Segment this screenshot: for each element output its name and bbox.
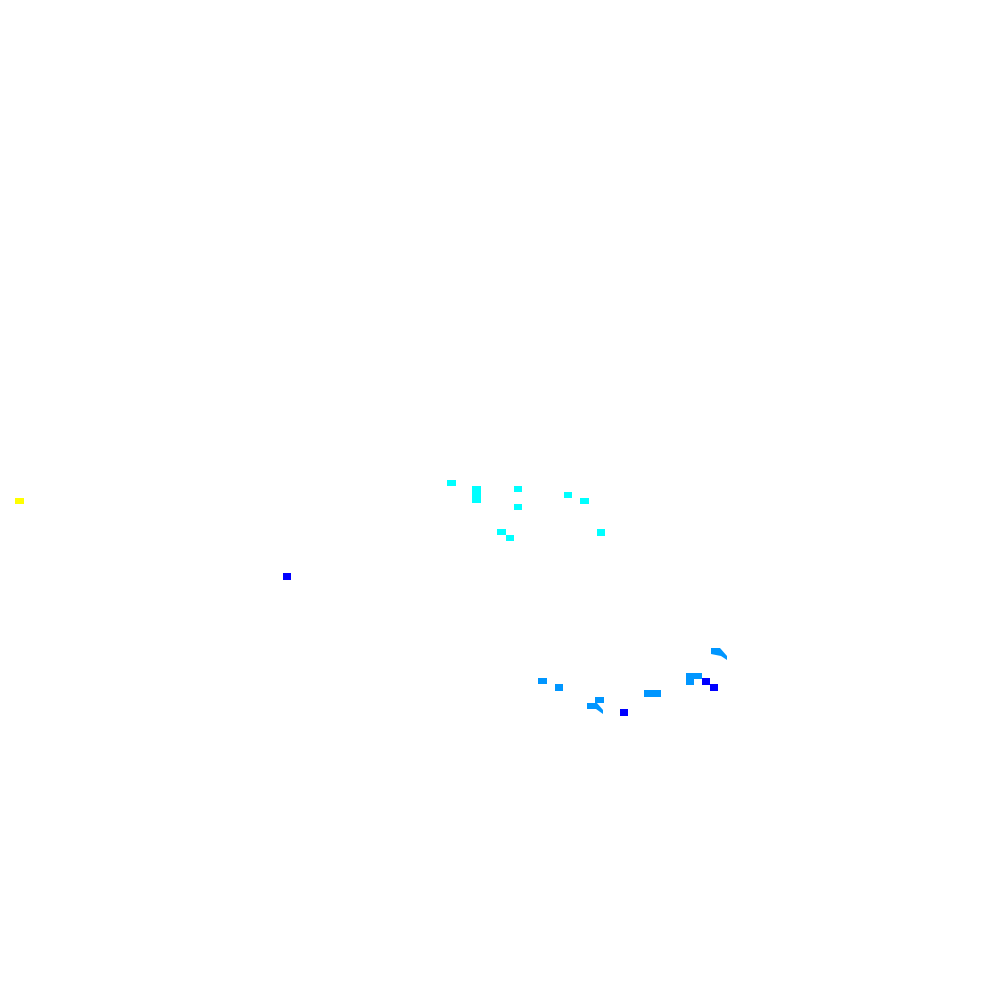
cyan-mark-9 [597, 529, 605, 536]
blue-mark-2 [702, 678, 710, 685]
cyan-mark-5 [564, 492, 572, 498]
cyan-mark-1 [447, 480, 456, 486]
azure-mark-2 [538, 678, 547, 684]
cyan-mark-2 [472, 486, 481, 503]
azure-mark-1 [711, 648, 727, 660]
cyan-mark-7 [497, 529, 506, 535]
blue-marks [283, 573, 718, 716]
azure-mark-5 [587, 703, 603, 714]
cyan-mark-6 [580, 498, 589, 504]
blue-mark-3 [710, 684, 718, 691]
yellow-mark-1 [15, 498, 24, 504]
azure-mark-4 [595, 697, 604, 703]
cyan-mark-8 [506, 535, 514, 541]
azure-mark-6 [644, 690, 661, 697]
azure-mark-3 [555, 684, 563, 691]
cyan-mark-3 [514, 486, 522, 492]
cyan-mark-4 [514, 504, 522, 510]
azure-marks [538, 648, 727, 714]
azure-mark-8 [686, 679, 694, 685]
blue-mark-1 [283, 573, 291, 580]
azure-mark-7 [686, 673, 702, 679]
blue-mark-4 [620, 709, 628, 716]
yellow-marks [15, 498, 24, 504]
cyan-marks [447, 480, 605, 541]
